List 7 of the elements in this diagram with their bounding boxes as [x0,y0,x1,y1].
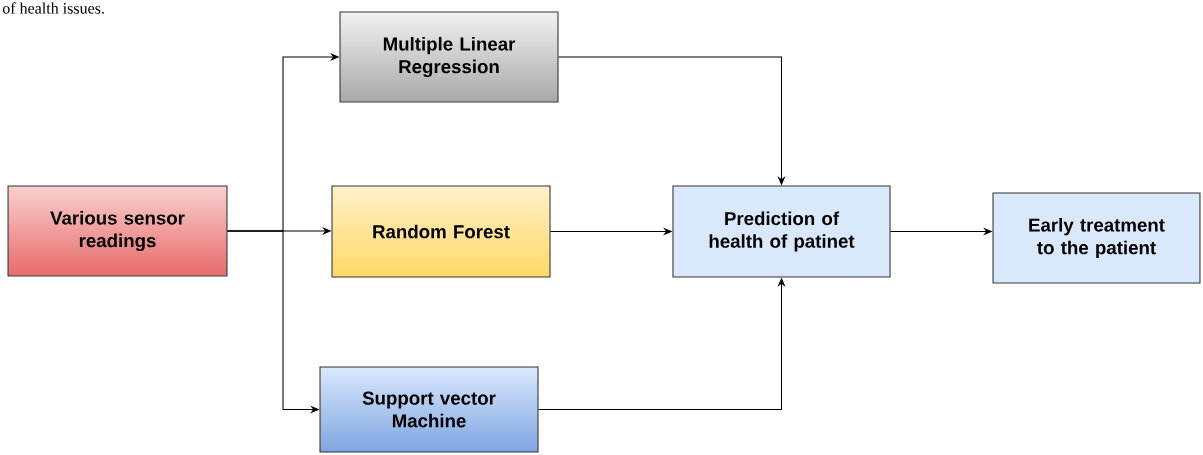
process-box: Random Forest [331,185,551,278]
process-box: Support vector Machine [319,366,539,453]
note-text: of health issues. [2,2,104,14]
process-box: Multiple Linear Regression [339,11,559,103]
process-box: Prediction of health of patinet [672,185,891,278]
process-box: Early treatment to the patient [992,192,1201,284]
process-box: Various sensor readings [7,185,228,277]
